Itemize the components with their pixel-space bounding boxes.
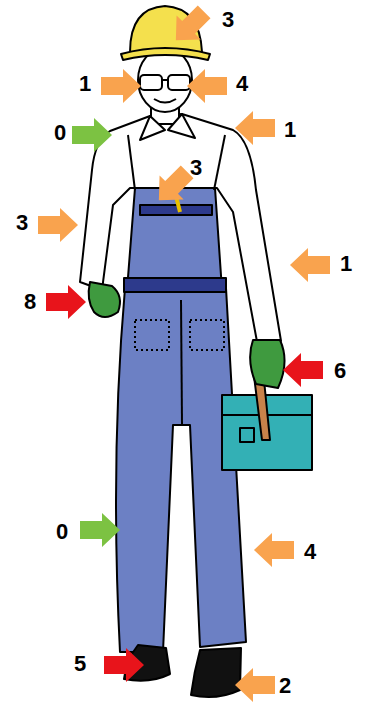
green-arrow — [80, 513, 120, 547]
orange-arrow — [164, 0, 216, 52]
callout-number: 2 — [279, 675, 291, 697]
strap-left — [128, 135, 135, 190]
callout-number: 5 — [74, 653, 86, 675]
orange-arrow — [187, 69, 227, 103]
red-arrow — [46, 285, 86, 319]
callout-number: 1 — [79, 73, 91, 95]
orange-arrow — [254, 533, 294, 567]
collar-right — [168, 114, 195, 138]
orange-arrow — [235, 668, 275, 702]
callout-number: 3 — [190, 157, 202, 179]
callout-number: 1 — [340, 253, 352, 275]
callout-number: 1 — [284, 119, 296, 141]
glasses-bridge — [162, 79, 168, 81]
collar-left — [140, 116, 165, 140]
red-arrow — [104, 648, 144, 682]
leg-pocket — [190, 320, 224, 350]
orange-arrow — [38, 208, 78, 242]
toolbox-latch — [240, 428, 254, 442]
waist-band — [124, 278, 226, 292]
orange-arrow — [290, 248, 330, 282]
callout-number: 0 — [56, 521, 68, 543]
right-glove — [250, 340, 284, 388]
orange-arrow — [101, 69, 141, 103]
callout-number: 8 — [24, 291, 36, 313]
red-arrow — [283, 353, 323, 387]
left-glove — [89, 282, 120, 317]
mouth — [154, 99, 176, 103]
callout-arrows — [38, 0, 330, 702]
bib-band — [140, 205, 212, 215]
leg-seam — [181, 300, 182, 425]
leg-pocket — [135, 320, 169, 350]
overall-bib — [127, 188, 222, 290]
glasses-lens — [168, 75, 190, 90]
shirt — [80, 114, 281, 347]
callout-number: 3 — [222, 9, 234, 31]
helmet-brim — [121, 48, 210, 60]
callout-number: 4 — [304, 541, 316, 563]
callout-number: 0 — [54, 122, 66, 144]
strap-right — [214, 135, 225, 190]
callout-number: 6 — [334, 360, 346, 382]
callout-number: 3 — [16, 212, 28, 234]
glasses-lens — [140, 75, 162, 90]
orange-arrow — [235, 111, 275, 145]
right-shoe — [191, 648, 241, 697]
green-arrow — [72, 118, 112, 152]
face — [138, 48, 192, 112]
callout-number: 4 — [236, 73, 248, 95]
